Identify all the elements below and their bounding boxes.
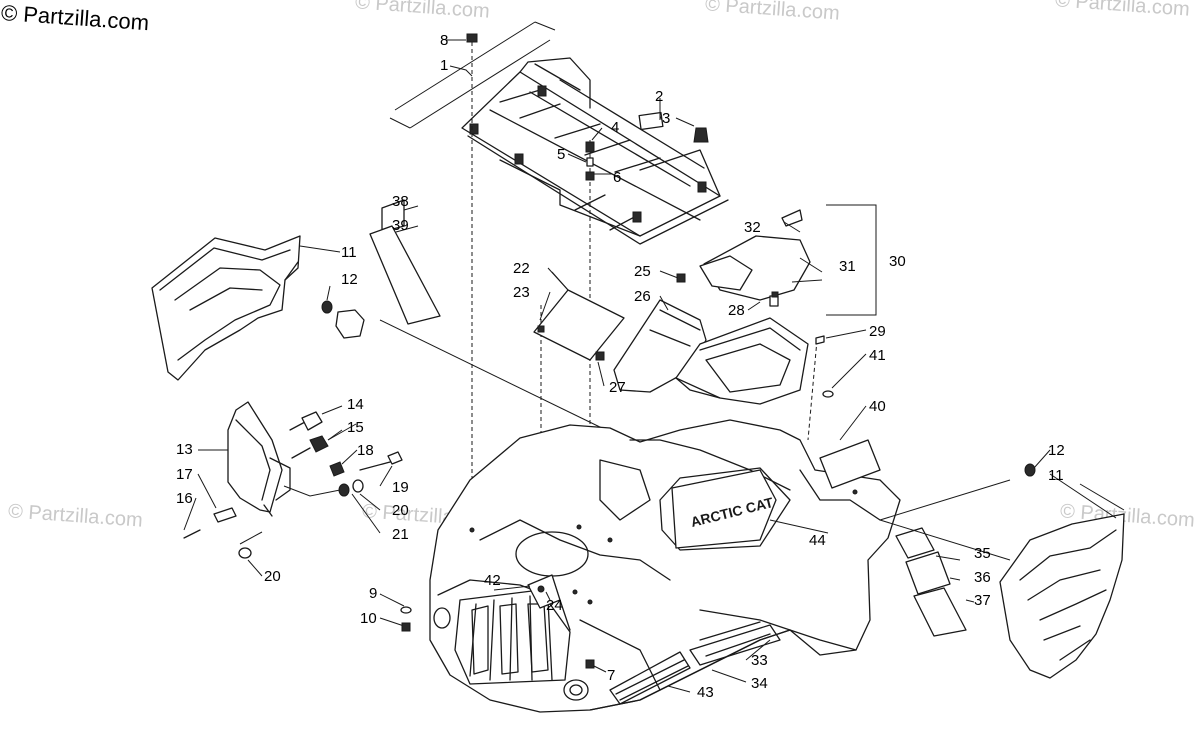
screw-24 [537, 585, 545, 593]
callout-19: 19 [392, 479, 409, 496]
callout-32: 32 [744, 219, 761, 236]
decal-40 [819, 439, 881, 489]
callout-18: 18 [357, 442, 374, 459]
rack-hardware [466, 33, 709, 181]
callout-37: 37 [974, 592, 991, 609]
callout-7: 7 [607, 667, 615, 684]
callout-5: 5 [557, 146, 565, 163]
callout-2: 2 [655, 88, 663, 105]
callout-33: 33 [751, 652, 768, 669]
callout-22: 22 [513, 260, 530, 277]
left-side-panel [151, 235, 301, 381]
callout-29: 29 [869, 323, 886, 340]
callout-13: 13 [176, 441, 193, 458]
nut-10 [401, 622, 411, 632]
callout-40: 40 [869, 398, 886, 415]
callout-36: 36 [974, 569, 991, 586]
callout-44: 44 [809, 532, 826, 549]
callout-14: 14 [347, 396, 364, 413]
callout-38: 38 [392, 193, 409, 210]
storage-cover [699, 209, 811, 307]
washer-9 [400, 606, 412, 614]
callout-43: 43 [697, 684, 714, 701]
callout-21: 21 [392, 526, 409, 543]
callout-26: 26 [634, 288, 651, 305]
callout-25: 25 [634, 263, 651, 280]
callout-39: 39 [392, 217, 409, 234]
callout-27: 27 [609, 379, 626, 396]
emblem-plate [527, 574, 561, 609]
callout-10: 10 [360, 610, 377, 627]
decals-right [895, 527, 967, 637]
callout-23: 23 [513, 284, 530, 301]
access-panel [533, 289, 625, 361]
callout-12-left: 12 [341, 271, 358, 288]
callout-labels: 8 1 2 3 4 5 6 7 9 10 11 11 12 12 13 14 1… [176, 32, 1065, 701]
callout-11-left: 11 [341, 244, 357, 261]
callout-15: 15 [347, 419, 364, 436]
callout-4: 4 [611, 119, 619, 136]
callout-24: 24 [546, 597, 563, 614]
callout-16: 16 [176, 490, 193, 507]
callout-20-lower: 20 [264, 568, 281, 585]
callout-20-upper: 20 [392, 502, 409, 519]
callout-30: 30 [889, 253, 906, 270]
headlight-hardware [183, 451, 403, 559]
callout-28: 28 [728, 302, 745, 319]
storage-tray [675, 317, 809, 405]
callout-12-right: 12 [1048, 442, 1065, 459]
right-side-panel [999, 513, 1125, 679]
screw-7 [585, 659, 595, 669]
callout-34: 34 [751, 675, 768, 692]
headlight-assembly [227, 401, 291, 517]
callout-6: 6 [613, 169, 621, 186]
callout-41: 41 [869, 347, 886, 364]
front-fender-body: ARCTIC CAT [429, 419, 901, 713]
callout-8: 8 [440, 32, 448, 49]
callout-1: 1 [440, 57, 448, 74]
callout-11-right: 11 [1048, 467, 1064, 484]
callout-35: 35 [974, 545, 991, 562]
callout-17: 17 [176, 466, 193, 483]
decal-left [369, 199, 441, 325]
callout-3: 3 [662, 110, 670, 127]
callout-42: 42 [484, 572, 501, 589]
hardware-29-41 [815, 335, 834, 398]
callout-31: 31 [839, 258, 856, 275]
callout-9: 9 [369, 585, 377, 602]
front-rack [461, 57, 729, 245]
bulbs [289, 405, 343, 459]
nut-12-left [321, 300, 365, 339]
